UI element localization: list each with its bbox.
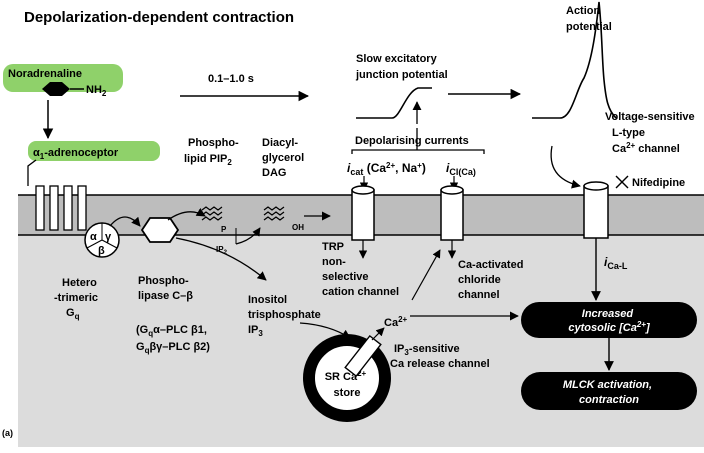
dag-lipid-tails (263, 206, 285, 221)
g-alpha-label: α (90, 231, 97, 243)
noradrenaline-label: Noradrenaline (8, 68, 82, 80)
plc-label: Phospho- lipase C–β (138, 275, 193, 302)
oh-label: OH (292, 223, 304, 232)
gq-label: Hetero -trimeric Gq (54, 277, 101, 321)
cacl-channel (440, 189, 464, 241)
plc-hexagon (140, 217, 180, 243)
receptor-n-terminal (27, 159, 37, 186)
g-protein-to-plc-arrow (109, 216, 141, 227)
time-label: 0.1–1.0 s (208, 73, 254, 85)
pip2-lipid-tails (201, 206, 223, 221)
diagram-title: Depolarization-dependent contraction (24, 9, 294, 26)
vs-channel (583, 185, 609, 239)
increased-ca-label: Increased cytosolic [Ca2+] (568, 308, 650, 334)
ip2-to-dag-arrow (235, 227, 261, 245)
depol-currents-label: Depolarising currents (355, 135, 469, 147)
ap-to-vs-channel-arrow (550, 145, 581, 189)
receptor-label: α1-adrenoceptor (33, 147, 119, 161)
noradrenaline-highlight (3, 64, 123, 92)
icat-label: icat (Ca2+, Na+) (347, 161, 426, 177)
ica-l-label: iCa-L (604, 255, 628, 271)
nifedipine-label: Nifedipine (632, 177, 685, 189)
sr-store-label: SR Ca2+ store (325, 367, 370, 399)
g-beta-label: β (98, 245, 105, 257)
receptor-helices (35, 185, 87, 231)
mlck-pill (521, 372, 697, 410)
g-gamma-label: γ (105, 231, 112, 243)
ip3-receptor-channel (344, 334, 382, 378)
pip2-label: Phospho- lipid PIP2 (184, 137, 242, 167)
ip3-label: Inositol trisphosphate IP3 (248, 294, 324, 338)
mlck-label: MLCK activation, contraction (563, 379, 655, 406)
ejp-trace (356, 87, 432, 119)
action-potential-label: Action potential (566, 5, 612, 33)
ca-release-label: Ca2+ (384, 315, 408, 329)
cacl-label: Ca-activated chloride channel (458, 259, 526, 301)
receptor-highlight (28, 141, 160, 161)
vs-channel-label: Voltage-sensitive L-type Ca2+ channel (605, 111, 698, 155)
ip3-channel-label: IP3-sensitive Ca release channel (390, 343, 490, 370)
ip2-label: IP2 (216, 245, 228, 256)
trp-label: TRP non- selective cation channel (322, 241, 399, 298)
ca-release-arrow (371, 327, 385, 341)
nh2-label: NH2 (86, 84, 107, 98)
plc-to-ip3-arrow (175, 237, 267, 281)
increased-ca-pill (521, 302, 697, 338)
depol-currents-bracket (351, 149, 485, 154)
trp-channel (351, 189, 375, 241)
nifedipine-block-mark (615, 175, 629, 189)
plc-isoform-label: (Gqα–PLC β1, Gqβγ–PLC β2) (136, 324, 210, 355)
panel-label: (a) (2, 428, 13, 438)
phosphate-label: P (221, 225, 227, 234)
trp-to-cacl-arrow (411, 249, 441, 301)
icl-label: iCl(Ca) (446, 161, 476, 177)
dag-label: Diacyl- glycerol DAG (262, 137, 307, 179)
ejp-label: Slow excitatory junction potential (355, 53, 448, 81)
noradrenaline-hexagon (42, 82, 70, 96)
action-potential-trace (532, 1, 617, 119)
